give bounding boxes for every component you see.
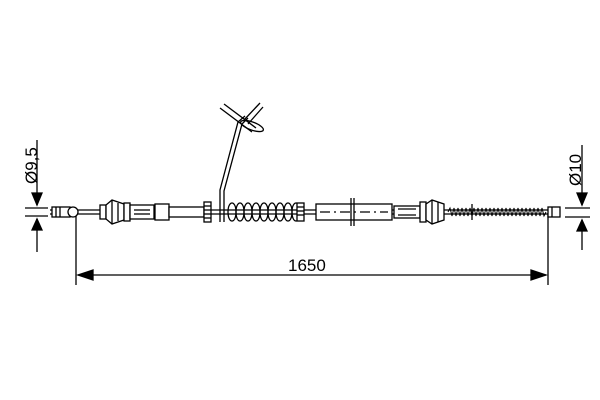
right-diameter-dimension [565, 145, 590, 250]
right-diameter-label: Ø10 [566, 153, 585, 186]
length-dimension [75, 213, 549, 285]
length-label: 1650 [288, 256, 326, 275]
left-diameter-label: Ø9,5 [22, 147, 41, 184]
cable [50, 102, 561, 226]
left-diameter-dimension [25, 140, 48, 252]
spring [227, 202, 301, 222]
